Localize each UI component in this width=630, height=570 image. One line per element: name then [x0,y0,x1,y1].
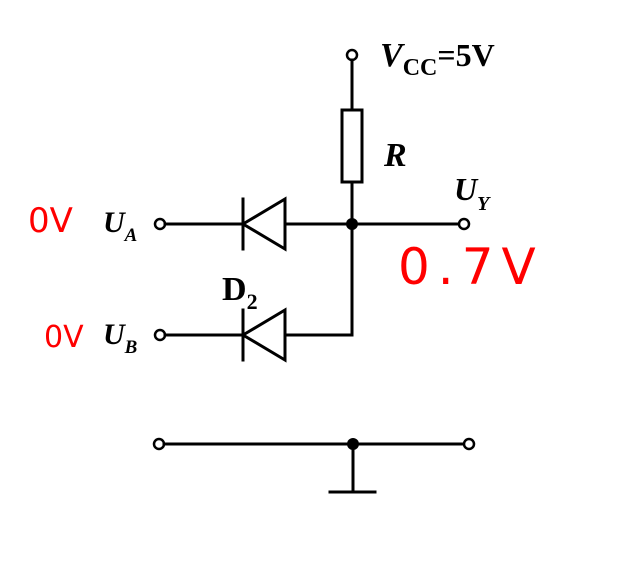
input-b-label: UB [103,318,137,358]
output-terminal [457,217,471,231]
output-label: UY [454,171,491,215]
input-a-voltage-annotation: 0V [28,201,73,241]
diode-d2 [240,307,287,363]
vcc-label: VCC=5V [380,37,495,81]
diode-d2-label: D2 [222,271,258,314]
resistor-r [340,108,364,184]
ground-right-terminal [462,437,476,451]
output-voltage-annotation: 0.7V [398,238,544,296]
diode-d1 [240,196,287,252]
input-a-label: UA [103,206,137,246]
input-b-voltage-annotation: 0V [44,320,84,355]
resistor-label: R [383,137,407,174]
